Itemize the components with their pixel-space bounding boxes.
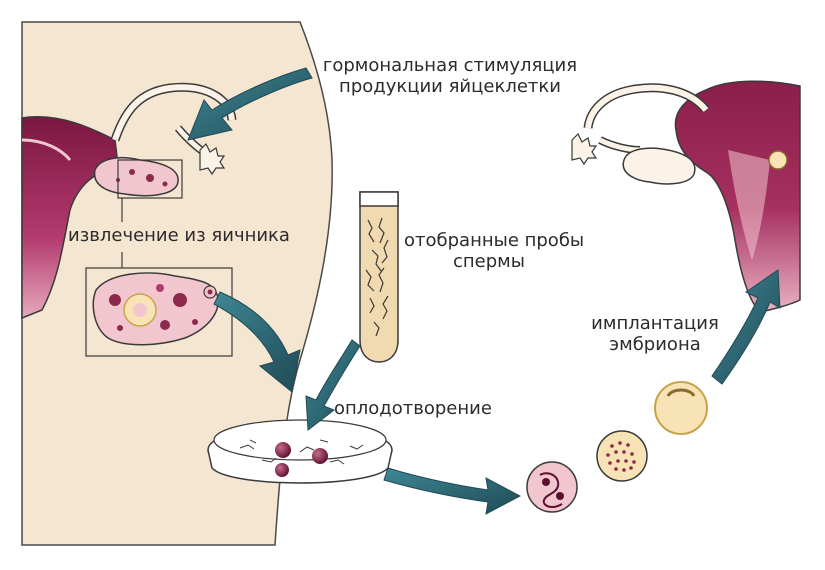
zygote: [527, 462, 577, 512]
label-hormonal-line2: продукции яйцеклетки: [305, 76, 595, 97]
right-uterus: [572, 81, 800, 312]
embryo-stages: [527, 382, 707, 512]
label-sperm-line2: спермы: [404, 251, 574, 272]
label-sperm-samples: отобранные пробы спермы: [404, 230, 574, 272]
magnified-ovary: [86, 252, 232, 356]
label-implantation: имплантация эмбриона: [580, 313, 730, 355]
arrow-dish-to-embryo: [384, 468, 520, 514]
morula: [597, 431, 647, 481]
egg-cell: [312, 448, 328, 464]
label-fertilization: оплодотворение: [334, 398, 524, 419]
egg-cell: [275, 463, 289, 477]
egg-cell: [275, 442, 291, 458]
label-hormonal-line1: гормональная стимуляция: [305, 55, 595, 76]
label-extraction: извлечение из яичника: [68, 225, 323, 246]
sperm-test-tube: [360, 192, 398, 362]
label-sperm-line1: отобранные пробы: [404, 230, 574, 251]
implanted-embryo: [769, 151, 787, 169]
label-hormonal-stimulation: гормональная стимуляция продукции яйцекл…: [305, 55, 595, 97]
label-implant-line2: эмбриона: [580, 334, 730, 355]
label-implant-line1: имплантация: [580, 313, 730, 334]
petri-dish: [208, 420, 392, 483]
